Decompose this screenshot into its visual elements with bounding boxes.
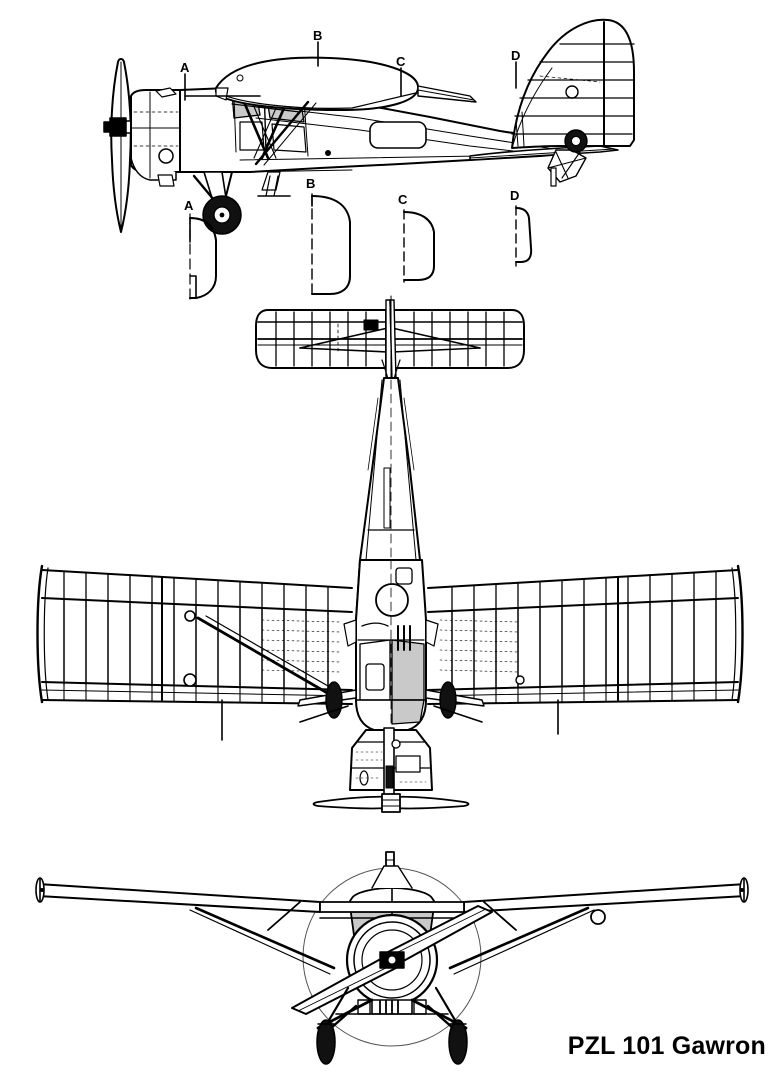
front-view [35,851,749,1065]
section-label-d: D [510,188,519,203]
left-wing-plan [36,564,353,741]
marker-label-a-side: A [180,60,190,75]
propeller-hub-side [103,117,133,137]
landing-gear-plan [297,681,485,723]
section-label-b: B [306,176,315,191]
marker-label-b-side: B [313,28,322,43]
marker-label-c-side: C [396,54,406,69]
wing-side-profile [215,56,477,166]
sections-row: A B C D [184,176,533,303]
propeller-front [291,905,493,1015]
section-profile-d [515,205,533,267]
section-profile-c [403,209,435,283]
vertical-tail-plan [381,295,401,411]
section-profile-a [189,213,217,303]
section-label-c: C [398,192,408,207]
landing-gear-front [316,986,468,1065]
page-title: PZL 101 Gawron [567,1032,766,1060]
wing-struts-front [189,901,595,975]
station-labels-side: A B C D [180,28,520,75]
side-view [103,18,635,235]
center-fuselage-plan [343,559,439,731]
plan-view [36,295,744,813]
marker-label-d-side: D [511,48,520,63]
engine-cowling-side [130,87,181,187]
engine-cowling-plan [312,727,470,813]
section-label-a: A [184,198,194,213]
tailwheel-side [547,129,588,187]
horizontal-tail-plan [255,309,525,369]
vertical-tail-side [511,18,635,149]
propeller-side [110,58,132,233]
section-profile-b [311,193,351,299]
station-markers-side [184,41,517,101]
main-landing-gear-side [192,171,291,235]
